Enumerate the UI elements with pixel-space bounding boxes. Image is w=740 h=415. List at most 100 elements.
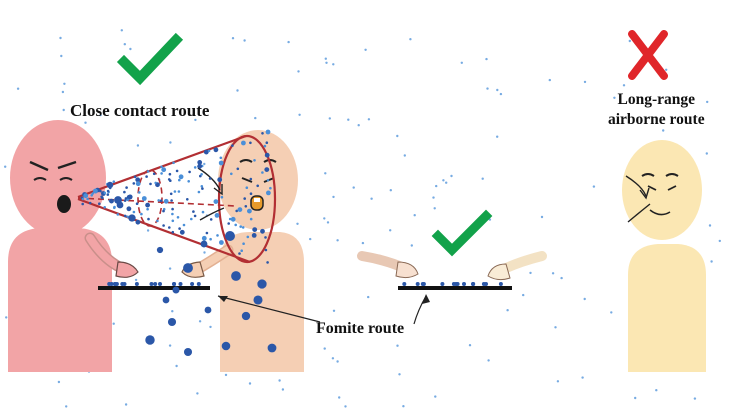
droplet-dot (238, 252, 241, 255)
droplet-dot (246, 235, 250, 239)
droplet-dot (125, 186, 128, 189)
droplet-dot (123, 43, 127, 46)
droplet-dot (168, 172, 172, 176)
droplet-dot (190, 217, 193, 221)
droplet-dot (107, 282, 112, 286)
droplet-dot (169, 192, 173, 196)
droplet-dot (16, 87, 20, 90)
droplet-dot (162, 296, 170, 304)
surface-droplets (107, 282, 503, 286)
droplet-dot (264, 152, 270, 158)
droplet-dot (249, 141, 252, 145)
droplet-dot (613, 96, 616, 100)
droplet-dot (120, 29, 124, 32)
droplet-dot (196, 282, 201, 286)
droplet-dot (610, 311, 613, 314)
droplet-dot (332, 63, 335, 66)
droplet-dot (113, 205, 116, 209)
droplet-dot (173, 190, 177, 193)
droplet-dot (3, 165, 7, 168)
droplet-dot (172, 161, 175, 165)
droplet-dot (63, 82, 66, 86)
droplet-dot (622, 84, 626, 87)
droplet-dot (235, 209, 238, 213)
droplet-dot (186, 198, 189, 201)
droplet-dot (83, 193, 89, 199)
droplet-dot (176, 216, 180, 219)
droplet-dot (434, 395, 437, 398)
droplet-dot (455, 282, 460, 286)
droplet-dot (451, 282, 456, 286)
droplet-dot (133, 175, 137, 179)
droplet-dot (260, 228, 265, 234)
droplet-dot (325, 61, 328, 64)
droplet-dot (160, 165, 163, 169)
droplet-dot (145, 202, 151, 208)
droplet-dot (198, 320, 202, 323)
droplet-dot (138, 191, 141, 194)
droplet-dot (506, 309, 509, 312)
droplet-dot (583, 80, 587, 84)
droplet-dot (168, 344, 172, 347)
droplet-dot (409, 38, 412, 41)
droplet-dot (149, 182, 152, 186)
droplet-dot (201, 210, 205, 214)
droplet-dot (140, 212, 143, 216)
droplet-dot (146, 170, 150, 173)
droplet-dot (135, 202, 139, 205)
droplet-dot (484, 282, 488, 286)
droplet-dot (253, 159, 256, 162)
droplet-dot (352, 186, 355, 189)
droplet-dot (171, 207, 174, 211)
droplet-dot (253, 295, 263, 305)
droplet-dot (200, 240, 208, 248)
droplet-dot (203, 149, 209, 155)
droplet-dot (201, 187, 204, 190)
droplet-dot (693, 397, 697, 400)
droplet-dot (162, 224, 165, 227)
droplet-dot (267, 343, 277, 353)
droplet-dot (462, 282, 466, 286)
droplet-dot (251, 233, 257, 238)
droplet-dot (161, 167, 167, 173)
droplet-dot (145, 335, 155, 345)
droplet-dot (231, 144, 234, 147)
droplet-dot (331, 357, 335, 360)
droplet-dot (123, 190, 126, 194)
droplet-dot (65, 405, 68, 408)
droplet-dot (450, 174, 453, 178)
droplet-dot (190, 282, 195, 286)
droplet-dot (324, 57, 327, 60)
droplet-dot (421, 282, 426, 286)
droplet-dot (403, 154, 406, 157)
droplet-dot (112, 322, 115, 325)
droplet-dot (156, 182, 159, 186)
droplet-dot (126, 194, 132, 200)
droplet-dot (398, 373, 401, 376)
droplet-dot (221, 341, 231, 351)
droplet-dot (135, 219, 141, 225)
droplet-dot (213, 147, 219, 153)
droplet-dot (718, 239, 721, 243)
droplet-dot (309, 237, 312, 241)
susceptible-person-far (622, 140, 706, 372)
droplet-dot (135, 181, 141, 187)
droplet-dot (496, 88, 499, 92)
droplet-dot (146, 229, 150, 232)
droplet-dot (367, 295, 370, 299)
droplet-dot (218, 160, 224, 166)
droplet-dot (440, 282, 445, 286)
droplet-dot (134, 282, 139, 286)
droplet-dot (263, 144, 267, 148)
droplet-dot (432, 196, 435, 199)
droplet-dot (413, 214, 416, 217)
droplet-dot (249, 177, 253, 181)
droplet-dot (203, 251, 206, 254)
droplet-dot (230, 216, 236, 222)
droplet-dot (209, 237, 212, 241)
droplet-dot (109, 198, 114, 204)
droplet-dot (112, 282, 117, 286)
droplet-dot (266, 261, 269, 264)
droplet-dot (628, 39, 631, 43)
cone-droplets (80, 129, 272, 264)
